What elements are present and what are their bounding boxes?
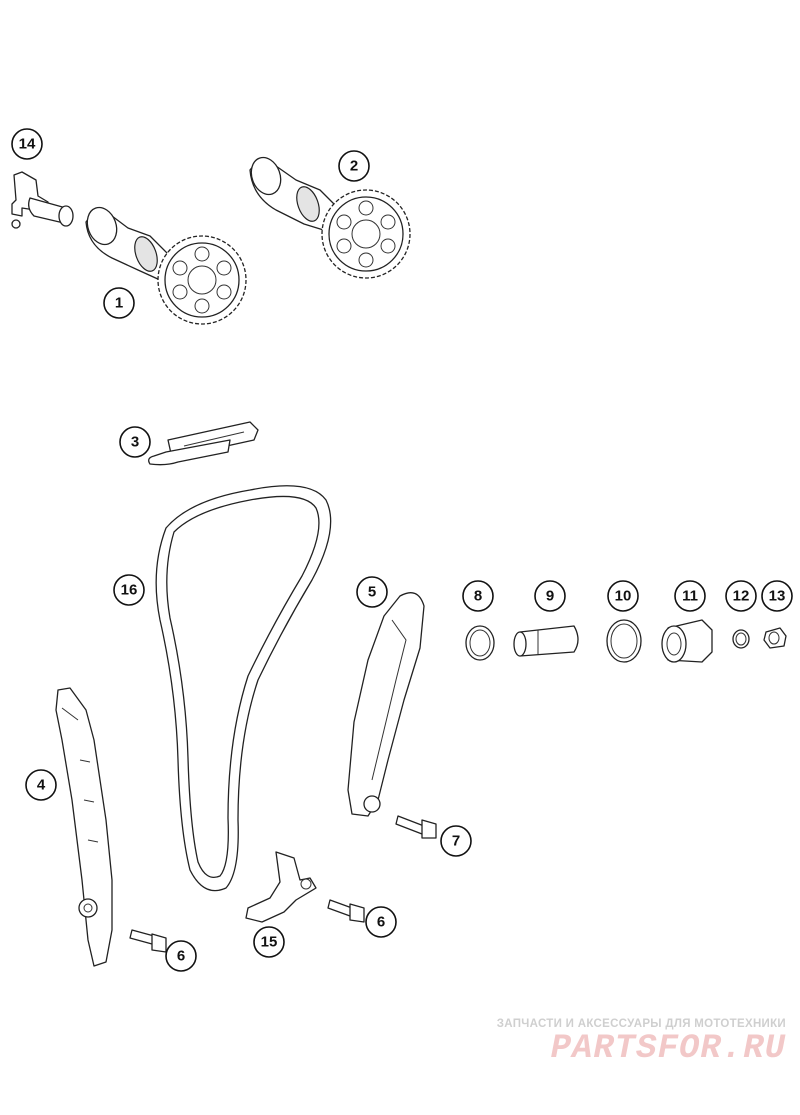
- part-11-tensioner-housing: [661, 619, 713, 663]
- callout-12: 12: [725, 580, 757, 612]
- svg-text:11: 11: [682, 588, 698, 605]
- callout-16: 16: [113, 574, 145, 606]
- callout-9: 9: [534, 580, 566, 612]
- callout-2: 2: [338, 150, 370, 182]
- callout-6-right: 6: [365, 906, 397, 938]
- callout-3: 3: [119, 426, 151, 458]
- watermark-logo: PARTSFOR.RU: [550, 1030, 786, 1068]
- part-2-camshaft: [249, 156, 411, 279]
- svg-text:4: 4: [37, 777, 46, 794]
- part-3-guide-rail: [148, 421, 259, 466]
- callout-13: 13: [761, 580, 793, 612]
- callout-8: 8: [462, 580, 494, 612]
- part-14-decompressor: [11, 171, 74, 229]
- callout-1: 1: [103, 287, 135, 319]
- callout-10: 10: [607, 580, 639, 612]
- svg-text:1: 1: [115, 295, 123, 312]
- svg-text:6: 6: [177, 948, 185, 965]
- callout-15: 15: [253, 926, 285, 958]
- svg-text:13: 13: [769, 588, 786, 605]
- svg-text:8: 8: [474, 588, 482, 605]
- part-10-sealing-ring: [606, 619, 642, 663]
- part-6-bolt-right: [327, 899, 365, 923]
- callout-11: 11: [674, 580, 706, 612]
- callout-14: 14: [11, 128, 43, 160]
- watermark: ЗАПЧАСТИ И АКСЕССУАРЫ ДЛЯ МОТОТЕХНИКИ PA…: [497, 1018, 786, 1068]
- svg-text:7: 7: [452, 833, 460, 850]
- svg-text:16: 16: [121, 582, 138, 599]
- part-1-camshaft: [85, 206, 247, 325]
- svg-text:2: 2: [350, 158, 358, 175]
- svg-text:15: 15: [261, 934, 278, 951]
- svg-text:9: 9: [546, 588, 554, 605]
- part-16-timing-chain: [155, 485, 332, 892]
- svg-text:14: 14: [19, 136, 36, 153]
- part-6-bolt-left: [129, 929, 167, 953]
- part-13-plug-screw: [763, 627, 787, 649]
- svg-text:5: 5: [368, 584, 376, 601]
- part-12-washer: [732, 629, 750, 649]
- part-4-guide-rail: [55, 687, 113, 967]
- svg-text:10: 10: [615, 588, 632, 605]
- svg-text:12: 12: [733, 588, 750, 605]
- callout-4: 4: [25, 769, 57, 801]
- watermark-tagline: ЗАПЧАСТИ И АКСЕССУАРЫ ДЛЯ МОТОТЕХНИКИ: [496, 1018, 786, 1030]
- part-15-lower-guide: [245, 851, 317, 923]
- callout-5: 5: [356, 576, 388, 608]
- svg-text:3: 3: [131, 434, 139, 451]
- part-5-tensioner-rail: [347, 592, 425, 817]
- part-7-bolt: [395, 815, 437, 839]
- callout-7: 7: [440, 825, 472, 857]
- part-9-plunger: [513, 625, 579, 657]
- callout-6-left: 6: [165, 940, 197, 972]
- svg-text:6: 6: [377, 914, 385, 931]
